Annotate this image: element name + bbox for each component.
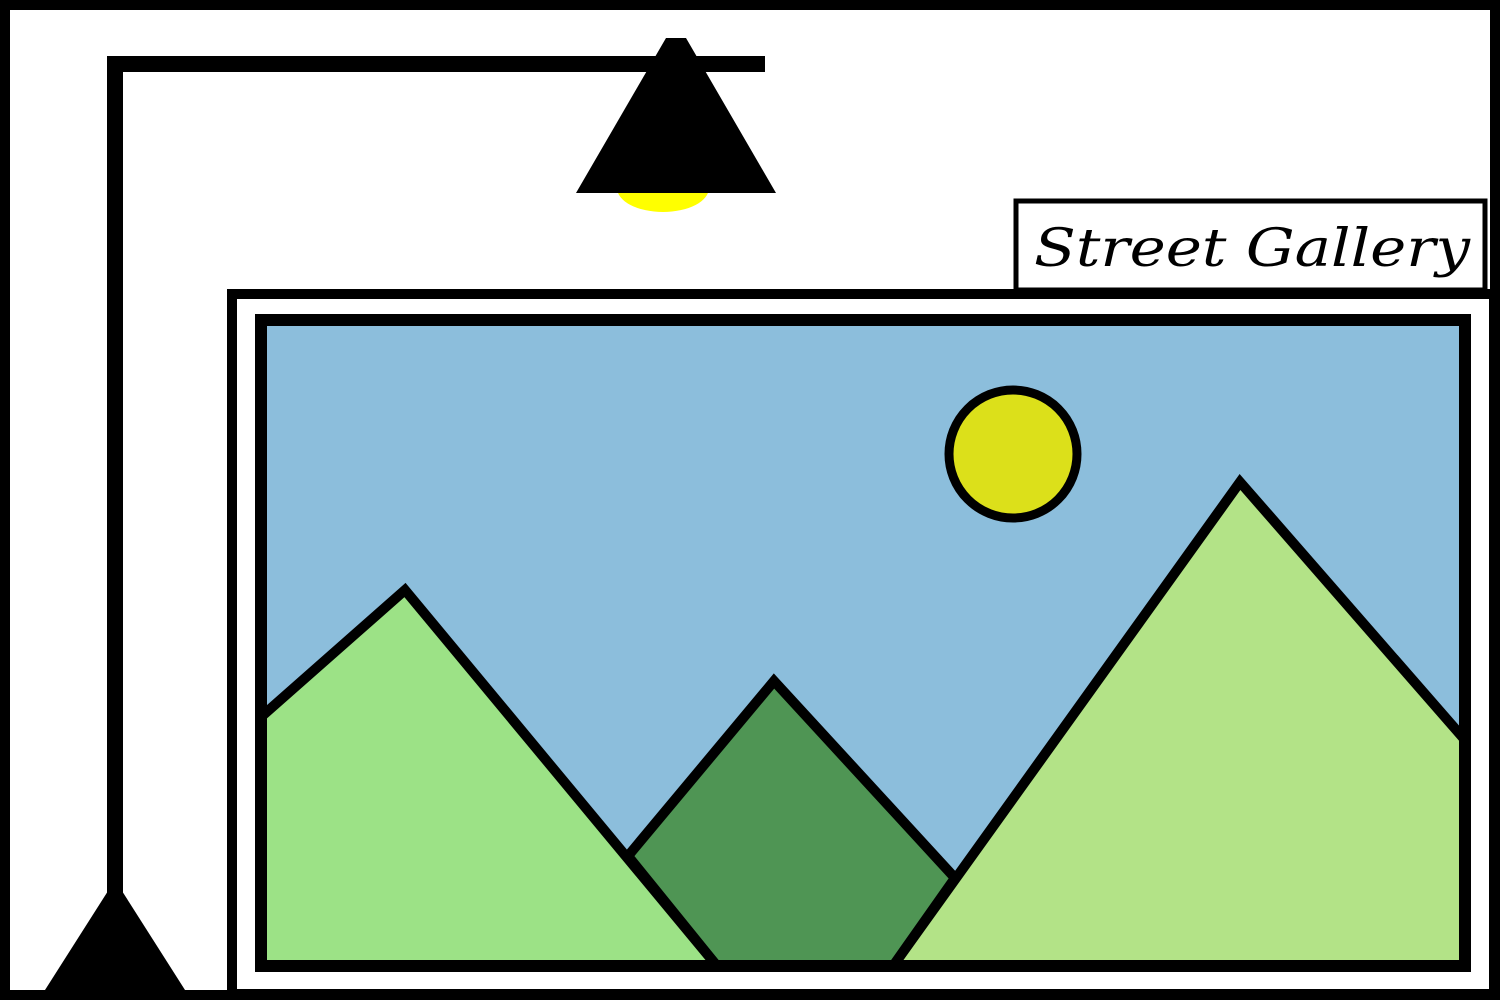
street-lamp-icon — [45, 38, 776, 990]
lamp-base — [45, 880, 185, 990]
sign-text: Street Gallery — [1034, 219, 1471, 279]
lamp-pole — [107, 56, 123, 896]
gallery-sign: Street Gallery — [1013, 198, 1488, 293]
frame-inner — [255, 314, 1471, 972]
sign-board — [1013, 198, 1488, 293]
picture-frame — [227, 289, 1499, 999]
sun-icon — [944, 385, 1082, 523]
lamp-arm — [107, 56, 765, 72]
lamp-shade — [576, 38, 776, 193]
